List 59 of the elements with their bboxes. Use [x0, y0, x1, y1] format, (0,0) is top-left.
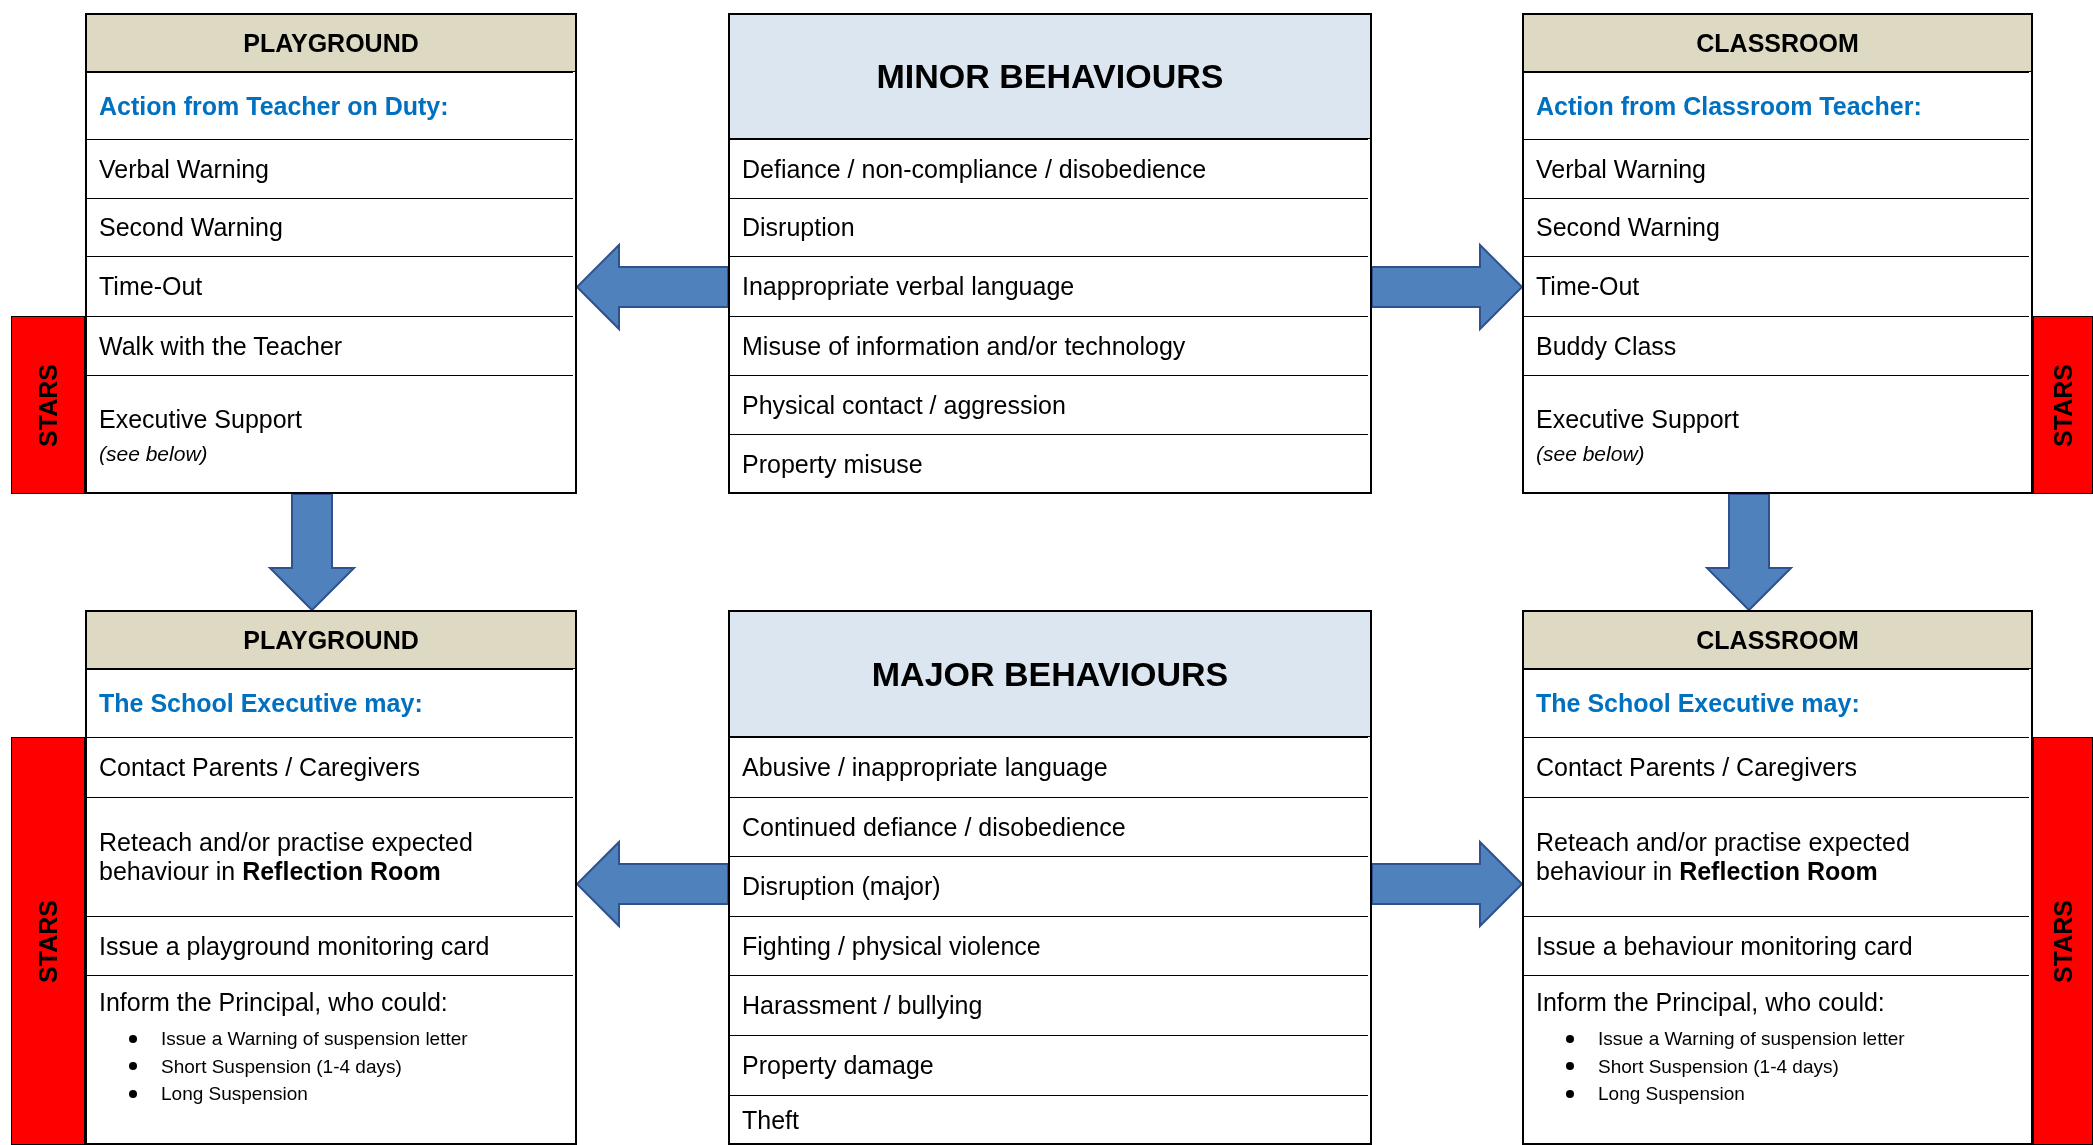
block-arrow	[575, 242, 729, 332]
side-bar	[2033, 737, 2093, 1145]
table-row: Time-Out	[1522, 256, 2029, 316]
table-title: MINOR BEHAVIOURS	[876, 57, 1224, 96]
table-row: Time-Out	[85, 256, 573, 316]
block-arrow	[1371, 242, 1524, 332]
table-row: Theft	[728, 1095, 1368, 1145]
table-row: Defiance / non-compliance / disobedience	[728, 139, 1368, 198]
side-bar	[11, 316, 85, 494]
side-label: STARS	[2048, 899, 2078, 983]
side-bar	[2033, 316, 2093, 494]
table-row: Continued defiance / disobedience	[728, 797, 1368, 856]
bullet-text: Issue a Warning of suspension letter	[1598, 1027, 1905, 1051]
block-arrow	[1704, 493, 1794, 612]
bullet-text: Long Suspension	[161, 1082, 308, 1107]
table-row: Action from Teacher on Duty:	[85, 72, 573, 139]
row-text: Inform the Principal, who could:	[99, 988, 449, 1017]
table-row: Verbal Warning	[85, 139, 573, 198]
bullet-text: Short Suspension (1-4 days)	[161, 1054, 402, 1079]
block-arrow	[267, 493, 357, 612]
row-text: Inform the Principal, who could:	[1536, 988, 1886, 1017]
row-text: Executive Support	[99, 404, 303, 434]
panel-heading: PLAYGROUND	[243, 28, 419, 58]
row-text: Executive Support	[1536, 404, 1740, 434]
side-bar	[11, 737, 85, 1145]
side-label: STARS	[33, 363, 63, 447]
panel-heading: CLASSROOM	[1696, 28, 1859, 58]
table-row: Physical contact / aggression	[728, 375, 1368, 434]
block-arrow	[575, 839, 729, 929]
note-text: (see below)	[1536, 441, 1646, 466]
bullet-text: Issue a Warning of suspension letter	[161, 1027, 468, 1051]
table-row: Buddy Class	[1522, 316, 2029, 375]
table-row: Property damage	[728, 1035, 1368, 1095]
table-row: Verbal Warning	[1522, 139, 2029, 198]
table-title: MAJOR BEHAVIOURS	[871, 654, 1229, 694]
table-row: Action from Classroom Teacher:	[1522, 72, 2029, 139]
block-arrow	[1371, 839, 1524, 929]
table-row: Fighting / physical violence	[728, 916, 1368, 975]
table-row: Abusive / inappropriate language	[728, 737, 1368, 797]
note-text: (see below)	[99, 441, 209, 466]
table-row: Disruption	[728, 198, 1368, 256]
side-label: STARS	[33, 899, 63, 983]
table-row: Inappropriate verbal language	[728, 256, 1368, 316]
table-row: Disruption (major)	[728, 856, 1368, 916]
side-label: STARS	[2048, 363, 2078, 447]
table-row: Contact Parents / Caregivers	[1522, 737, 2029, 797]
table-row: The School Executive may:	[1522, 669, 2029, 737]
table-row: Second Warning	[85, 198, 573, 256]
panel-heading: CLASSROOM	[1696, 625, 1859, 655]
panel-heading: PLAYGROUND	[243, 625, 419, 655]
table-row: Harassment / bullying	[728, 975, 1368, 1035]
bullet-text: Short Suspension (1-4 days)	[1598, 1054, 1839, 1079]
table-row: Issue a behaviour monitoring card	[1522, 916, 2029, 975]
bullet-text: Long Suspension	[1598, 1082, 1745, 1107]
table-row: The School Executive may:	[85, 669, 573, 737]
table-row: Reteach and/or practise expected behaviour in Reflection Room	[1522, 797, 2029, 916]
table-row: Second Warning	[1522, 198, 2029, 256]
table-row: Misuse of information and/or technology	[728, 316, 1368, 375]
table-row: Property misuse	[728, 434, 1368, 494]
